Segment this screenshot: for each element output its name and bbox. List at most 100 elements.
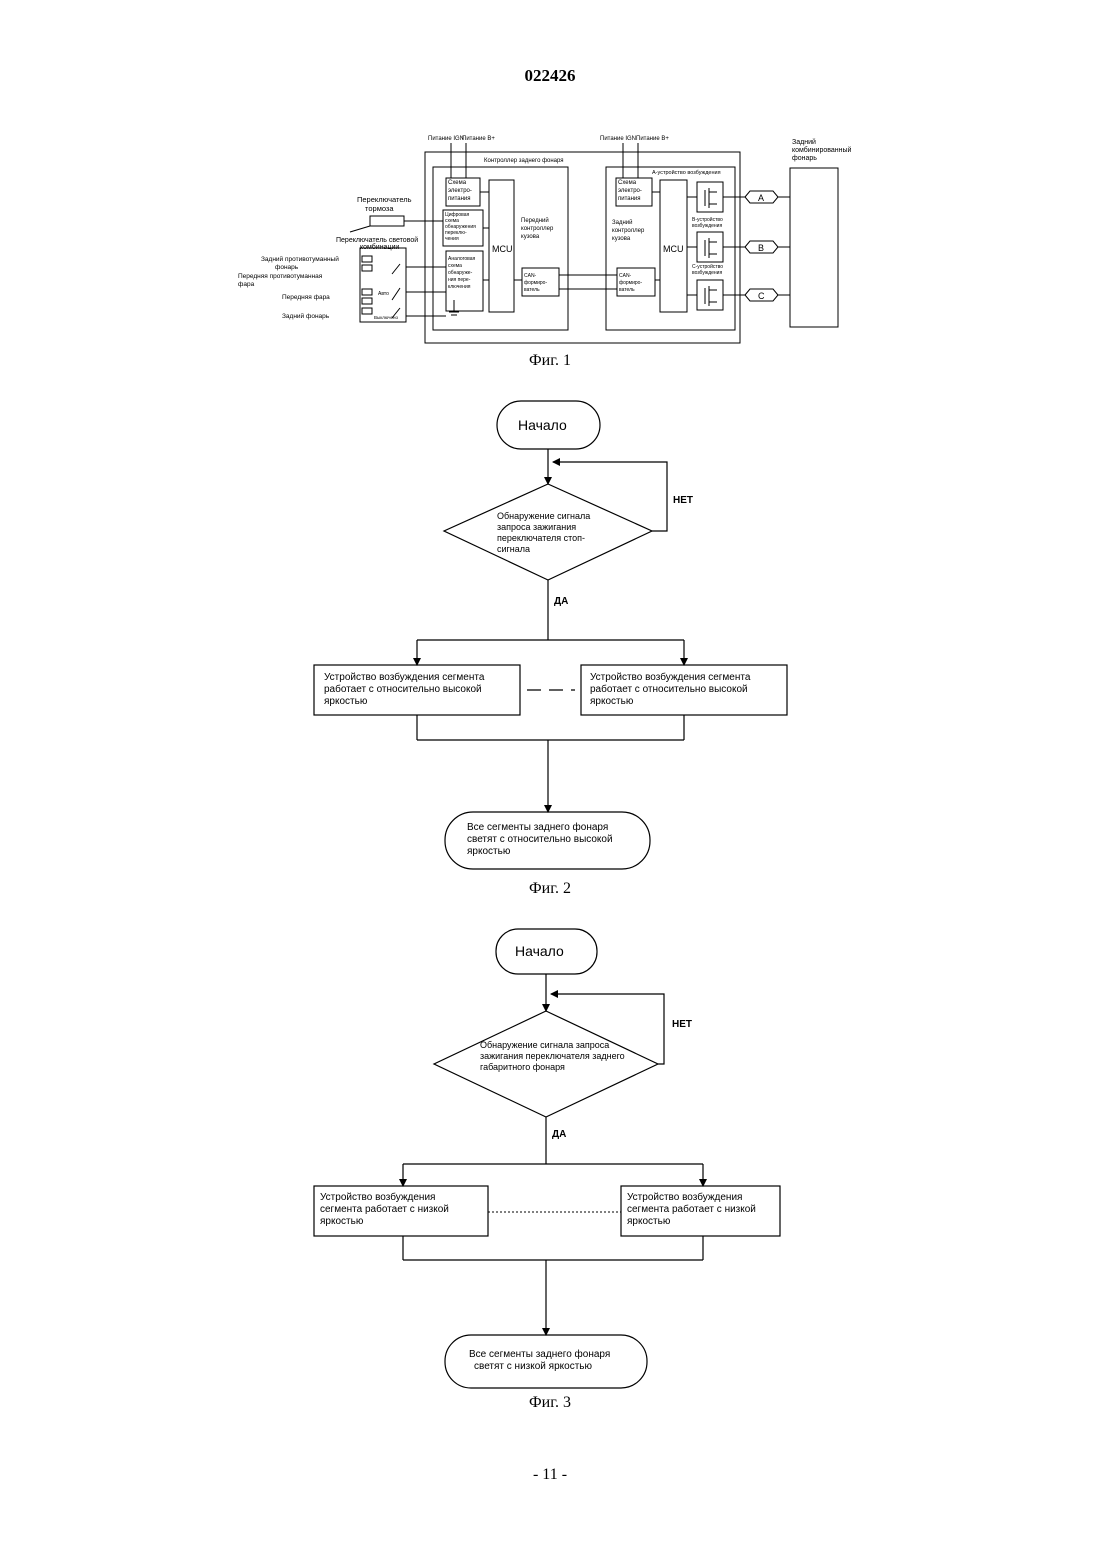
light-switch-l1: Переключатель световой [336, 236, 418, 244]
fig3-driver-right-l2: сегмента работает с низкой [627, 1203, 756, 1215]
fig2-end-l3: яркостью [467, 846, 511, 857]
combined-lamp-l3: фонарь [792, 155, 817, 162]
right-power-circuit-l1: Схема [618, 180, 637, 186]
power-ign-left-label: Питание IGN [428, 136, 464, 142]
fig2-decision-l3: переключателя стоп- [497, 533, 585, 543]
fig3-labels: Начало Обнаружение сигнала запроса зажиг… [320, 943, 756, 1372]
fig2-driver-right-l1: Устройство возбуждения сегмента [590, 671, 751, 683]
fig3-driver-left-l2: сегмента работает с низкой [320, 1203, 449, 1215]
fig1-labels: Питание IGN Питание B+ Питание IGN Питан… [238, 136, 852, 320]
driver-b-box [697, 232, 723, 262]
fig3-driver-left-l3: яркостью [320, 1216, 364, 1227]
fig2-driver-left-l2: работает с относительно высокой [324, 683, 482, 695]
driver-a-label: A-устройство возбуждения [652, 169, 721, 176]
fig3-start-label: Начало [515, 943, 564, 959]
analog-detect-l5: ключения [448, 284, 471, 290]
fig2-end-l2: светят с относительно высокой [467, 834, 613, 845]
power-ign-right-label: Питание IGN [600, 136, 636, 142]
rear-fog-l2: фонарь [275, 264, 299, 271]
fig2-driver-left-l1: Устройство возбуждения сегмента [324, 671, 485, 683]
front-fog-l1: Передняя противотуманная [238, 273, 323, 280]
driver-c-l2: возбуждения [692, 270, 722, 276]
left-can-l3: ватель [524, 287, 540, 293]
rear-fog-l1: Задний противотуманный [261, 255, 339, 263]
brake-switch-l2: тормоза [365, 204, 394, 213]
front-controller-l3: кузова [521, 234, 540, 240]
analog-detect-l4: ния пере- [448, 277, 471, 283]
page-number: - 11 - [0, 1466, 1100, 1484]
right-power-circuit-l3: питания [618, 196, 641, 202]
rear-controller-l3: кузова [612, 236, 631, 242]
analog-detect-l3: обнаруже- [448, 270, 473, 276]
rear-lamp-label: Задний фонарь [282, 312, 330, 320]
right-can-l3: ватель [619, 287, 635, 293]
fig3-caption: Фиг. 3 [450, 1394, 650, 1412]
fig2-start-label: Начало [518, 417, 567, 433]
left-power-circuit-l1: Схема [448, 180, 467, 186]
right-can-l2: формиро- [619, 280, 642, 286]
fig2-yes-label: ДА [554, 596, 568, 607]
fig1-caption: Фиг. 1 [450, 352, 650, 370]
brake-switch-symbol [370, 216, 404, 226]
segment-c-label: C [758, 291, 765, 301]
fig2-decision-diamond [444, 484, 652, 580]
combined-lamp-l1: Задний [792, 138, 816, 146]
fig2-driver-left-l3: яркостью [324, 696, 368, 707]
fig2-caption: Фиг. 2 [450, 880, 650, 898]
controller-title: Контроллер заднего фонаря [484, 158, 564, 164]
fig3-driver-left-l1: Устройство возбуждения [320, 1191, 435, 1203]
front-controller-l2: контроллер [521, 226, 554, 232]
switch-off-label: Выключено [374, 315, 398, 320]
switch-auto-label: Авто [378, 291, 389, 297]
segment-b-label: B [758, 243, 764, 253]
combined-lamp-box [790, 168, 838, 327]
fig3-end-l2: светят с низкой яркостью [474, 1361, 592, 1372]
brake-switch-l1: Переключатель [357, 195, 412, 204]
fig3-flowchart [314, 929, 780, 1388]
rear-controller-l2: контроллер [612, 228, 645, 234]
light-switch-panel [360, 248, 406, 322]
rear-controller-l1: Задний [612, 219, 632, 226]
fig2-labels: Начало Обнаружение сигнала запроса зажиг… [324, 417, 751, 857]
driver-c-box [697, 280, 723, 310]
right-can-l1: CAN- [619, 273, 632, 279]
left-mcu-label: MCU [492, 244, 513, 254]
analog-detect-l1: Аналоговая [448, 256, 476, 262]
fig3-decision-l2: зажигания переключателя заднего [480, 1051, 625, 1061]
power-b-right-label: Питание B+ [636, 136, 669, 142]
fig2-driver-right-l2: работает с относительно высокой [590, 683, 748, 695]
fig2-decision-l2: запроса зажигания [497, 522, 576, 532]
segment-a-label: A [758, 193, 764, 203]
fig2-end-l1: Все сегменты заднего фонаря [467, 821, 608, 833]
fig3-driver-right-l3: яркостью [627, 1216, 671, 1227]
fig3-decision-l1: Обнаружение сигнала запроса [480, 1040, 609, 1050]
fig3-end-l1: Все сегменты заднего фонаря [469, 1348, 610, 1360]
left-power-circuit-l3: питания [448, 196, 471, 202]
fig3-no-label: НЕТ [672, 1019, 692, 1030]
fig3-driver-right-l1: Устройство возбуждения [627, 1191, 742, 1203]
combined-lamp-l2: комбинированный [792, 146, 852, 154]
fig3-yes-label: ДА [552, 1129, 566, 1140]
fig2-decision-l4: сигнала [497, 544, 530, 554]
left-power-circuit-l2: электро- [448, 188, 472, 194]
left-can-l2: формиро- [524, 280, 547, 286]
analog-detect-l2: схема [448, 263, 462, 269]
driver-c-l1: C-устройство [692, 263, 723, 270]
power-b-left-label: Питание B+ [462, 136, 495, 142]
driver-b-l1: B-устройство [692, 216, 723, 223]
headlight-label: Передняя фара [282, 294, 330, 301]
fig3-decision-l3: габаритного фонаря [480, 1062, 565, 1072]
fig2-decision-l1: Обнаружение сигнала [497, 511, 590, 521]
fig2-flowchart [314, 401, 787, 869]
right-mcu-label: MCU [663, 244, 684, 254]
light-switch-l2: комбинации [360, 243, 399, 251]
front-controller-l1: Передний [521, 217, 549, 224]
driver-b-l2: возбуждения [692, 223, 722, 229]
fig2-driver-right-l3: яркостью [590, 696, 634, 707]
fig2-no-label: НЕТ [673, 495, 693, 506]
fig1-block-diagram [350, 143, 838, 343]
front-fog-l2: фара [238, 281, 255, 288]
right-power-circuit-l2: электро- [618, 188, 642, 194]
driver-a-box [697, 182, 723, 212]
